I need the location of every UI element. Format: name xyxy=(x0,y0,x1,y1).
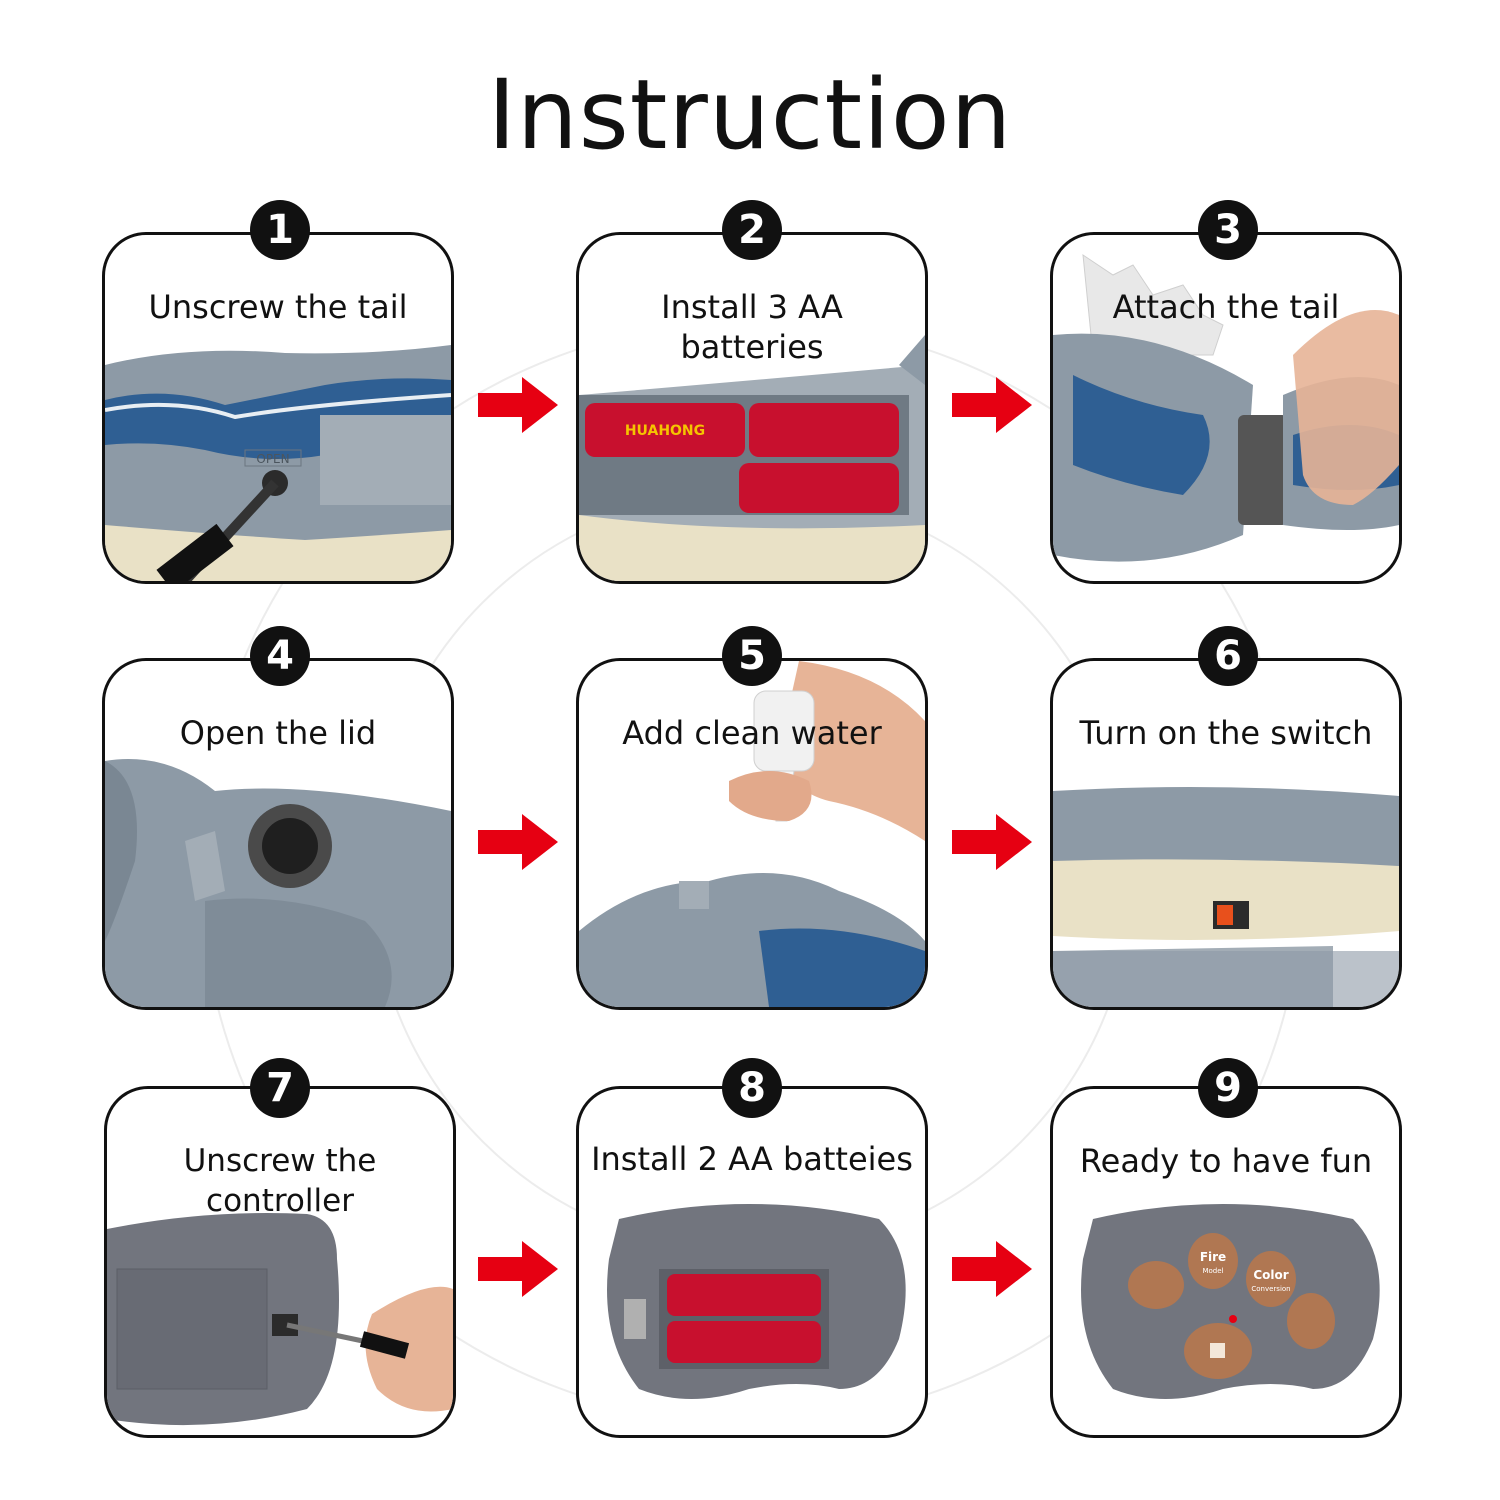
add-water-illustration xyxy=(579,661,925,1007)
attach-tail-illustration xyxy=(1053,253,1399,562)
step-1-label: Unscrew the tail xyxy=(148,288,408,326)
remote-fire-text: Fire xyxy=(1200,1250,1226,1264)
unscrew-tail-illustration: OPEN xyxy=(105,345,451,581)
step-8-label: Install 2 AA batteies xyxy=(591,1140,913,1178)
arrow-right-icon xyxy=(478,377,558,433)
step-7-badge: 7 xyxy=(250,1058,310,1118)
remote-fire-sub-text: Model xyxy=(1202,1267,1223,1275)
step-6-label: Turn on the switch xyxy=(1079,714,1373,752)
step-9-badge: 9 xyxy=(1198,1058,1258,1118)
step-1-card: Unscrew the tail OPEN xyxy=(102,232,454,584)
step-8-card: Install 2 AA batteies xyxy=(576,1086,928,1438)
install-batteries-illustration: HUAHONG xyxy=(579,335,925,581)
step-4-label: Open the lid xyxy=(179,714,377,752)
step-4-badge: 4 xyxy=(250,626,310,686)
step-5-badge: 5 xyxy=(722,626,782,686)
remote-color-text: Color xyxy=(1253,1268,1288,1282)
arrow-right-icon xyxy=(478,1241,558,1297)
step-3-card: Attach the tail xyxy=(1050,232,1402,584)
arrow-right-icon xyxy=(952,377,1032,433)
remote-controller-illustration: Fire Model Color Conversion xyxy=(1081,1204,1380,1399)
open-mark-text: OPEN xyxy=(256,452,289,466)
step-8-badge: 8 xyxy=(722,1058,782,1118)
battery-brand-text: HUAHONG xyxy=(625,423,705,439)
step-6-card: Turn on the switch xyxy=(1050,658,1402,1010)
arrow-right-icon xyxy=(478,814,558,870)
step-2-card: Install 3 AA batteries HUAHONG xyxy=(576,232,928,584)
remote-color-sub-text: Conversion xyxy=(1251,1285,1290,1293)
step-1-badge: 1 xyxy=(250,200,310,260)
step-3-label: Attach the tail xyxy=(1112,288,1340,326)
step-6-badge: 6 xyxy=(1198,626,1258,686)
step-7-label: Unscrew the controller xyxy=(183,1143,377,1219)
step-9-label: Ready to have fun xyxy=(1079,1142,1373,1180)
step-7-card: Unscrew the controller xyxy=(104,1086,456,1438)
step-2-label: Install 3 AA batteries xyxy=(661,288,843,366)
step-4-card: Open the lid xyxy=(102,658,454,1010)
open-lid-illustration xyxy=(105,759,451,1007)
switch-on-illustration xyxy=(1053,787,1399,1007)
page-title: Instruction xyxy=(487,59,1013,171)
unscrew-controller-illustration xyxy=(107,1213,453,1426)
step-9-card: Ready to have fun Fire Model Color Conve… xyxy=(1050,1086,1402,1438)
arrow-right-icon xyxy=(952,1241,1032,1297)
step-5-card: Add clean water xyxy=(576,658,928,1010)
arrow-right-icon xyxy=(952,814,1032,870)
step-2-badge: 2 xyxy=(722,200,782,260)
step-3-badge: 3 xyxy=(1198,200,1258,260)
step-5-label: Add clean water xyxy=(622,714,882,752)
